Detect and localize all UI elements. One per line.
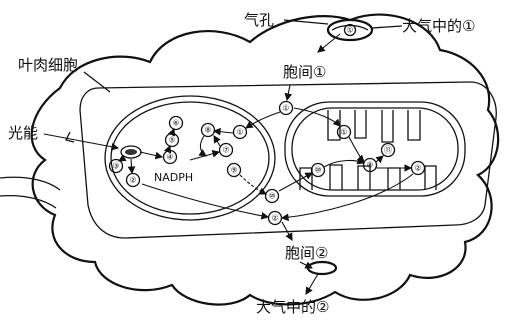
arrow-1-8 <box>212 127 234 136</box>
svg-text:⑪: ⑪ <box>384 146 392 155</box>
marker-m6: ⑥ <box>168 115 184 131</box>
svg-text:⑧: ⑧ <box>204 126 211 135</box>
arrow-intercell-stoma <box>299 261 313 269</box>
stoma-leader <box>283 19 329 25</box>
cell-membrane <box>79 81 497 239</box>
intercellular-1-label: 胞间① <box>283 63 326 81</box>
svg-text:⑥: ⑥ <box>172 119 179 128</box>
svg-text:①: ① <box>236 128 243 137</box>
leaf-cell-outline <box>30 13 500 306</box>
arrow-2-out <box>141 183 270 220</box>
arrow-10-mito <box>278 172 313 192</box>
arrow-4-7 <box>189 150 221 161</box>
marker-m1-mito: ① <box>336 124 352 140</box>
atmosphere-top-leader <box>371 25 403 29</box>
arrow-to-chloro <box>245 111 281 129</box>
svg-text:②: ② <box>271 214 278 223</box>
vascular-line-bottom <box>0 194 57 209</box>
arrow-to-mito <box>293 107 341 127</box>
stoma-bottom <box>306 260 338 276</box>
light-arrow <box>43 133 120 151</box>
svg-text:①: ① <box>282 104 289 113</box>
arrow-8-11 <box>375 155 384 164</box>
marker-m2-mito: ② <box>410 160 426 176</box>
svg-text:⑧: ⑧ <box>366 161 373 170</box>
svg-text:②: ② <box>129 176 136 185</box>
arrow-10-8 <box>323 157 366 168</box>
mitochondrion-cristae <box>299 110 437 190</box>
arrow-5-6 <box>167 127 176 137</box>
marker-m7: ⑦ <box>218 142 234 158</box>
marker-m1-entry: ① <box>278 100 294 116</box>
mitochondrion-inner <box>291 107 459 191</box>
marker-m2-chloro: ② <box>125 172 141 188</box>
marker-m5: ⑤ <box>164 132 180 148</box>
arrow-2-intercell <box>281 221 293 241</box>
svg-text:②: ② <box>414 164 421 173</box>
chloroplast-inner <box>110 101 270 215</box>
nadph-label: NADPH <box>154 171 193 184</box>
arrow-1-8mito <box>348 136 365 163</box>
atmosphere-bottom-label: 大气中的② <box>256 298 329 316</box>
light-zigzag <box>65 131 75 143</box>
marker-m11: ⑪ <box>380 142 396 158</box>
arrow-4-5 <box>163 144 172 154</box>
svg-text:⑦: ⑦ <box>222 146 229 155</box>
arrow-stoma-out <box>305 273 319 295</box>
marker-m8: ⑧ <box>200 122 216 138</box>
granum-core <box>125 149 137 155</box>
svg-text:①: ① <box>346 26 353 35</box>
svg-text:④: ④ <box>166 153 173 162</box>
vascular-line-top <box>0 176 61 191</box>
marker-m4: ④ <box>162 149 178 165</box>
svg-text:①: ① <box>340 128 347 137</box>
marker-m9: ⑨ <box>226 162 242 178</box>
arrow-9-10 <box>239 174 267 195</box>
chloroplast-outer <box>104 95 276 221</box>
arrow-7-8 <box>213 135 221 147</box>
svg-text:③: ③ <box>112 162 119 171</box>
light-energy-label: 光能 <box>8 124 38 142</box>
marker-m1-chloro: ① <box>232 124 248 140</box>
arrow-granum-2 <box>127 158 136 175</box>
stoma-label: 气孔 <box>244 11 274 29</box>
marker-m8-mito: ⑧ <box>362 157 378 173</box>
mesophyll-leader <box>83 71 111 93</box>
marker-m1-air: ① <box>343 23 357 37</box>
arrow-intercell-1 <box>284 84 293 102</box>
arrow-mito-2 <box>280 173 414 222</box>
svg-text:⑩: ⑩ <box>314 166 321 175</box>
arrow-stoma-in <box>317 33 341 53</box>
arrow-granum-4 <box>139 151 164 160</box>
mitochondrion-outer <box>284 101 466 197</box>
marker-m3: ③ <box>108 158 124 174</box>
atmosphere-top-label: 大气中的① <box>402 17 475 35</box>
svg-text:⑨: ⑨ <box>230 166 237 175</box>
marker-m10: ⑩ <box>264 188 280 204</box>
arrow-8-cycle <box>198 135 207 157</box>
svg-text:⑤: ⑤ <box>168 136 175 145</box>
mesophyll-cell-label: 叶肉细胞 <box>18 56 78 74</box>
stoma <box>326 18 374 42</box>
stoma-pore <box>331 24 369 31</box>
intercellular-2-label: 胞间② <box>285 244 328 262</box>
arrow-granum-3 <box>118 154 127 162</box>
svg-text:⑩: ⑩ <box>268 192 275 201</box>
marker-m10-mito: ⑩ <box>310 162 326 178</box>
marker-m2-cyto: ② <box>267 210 283 226</box>
